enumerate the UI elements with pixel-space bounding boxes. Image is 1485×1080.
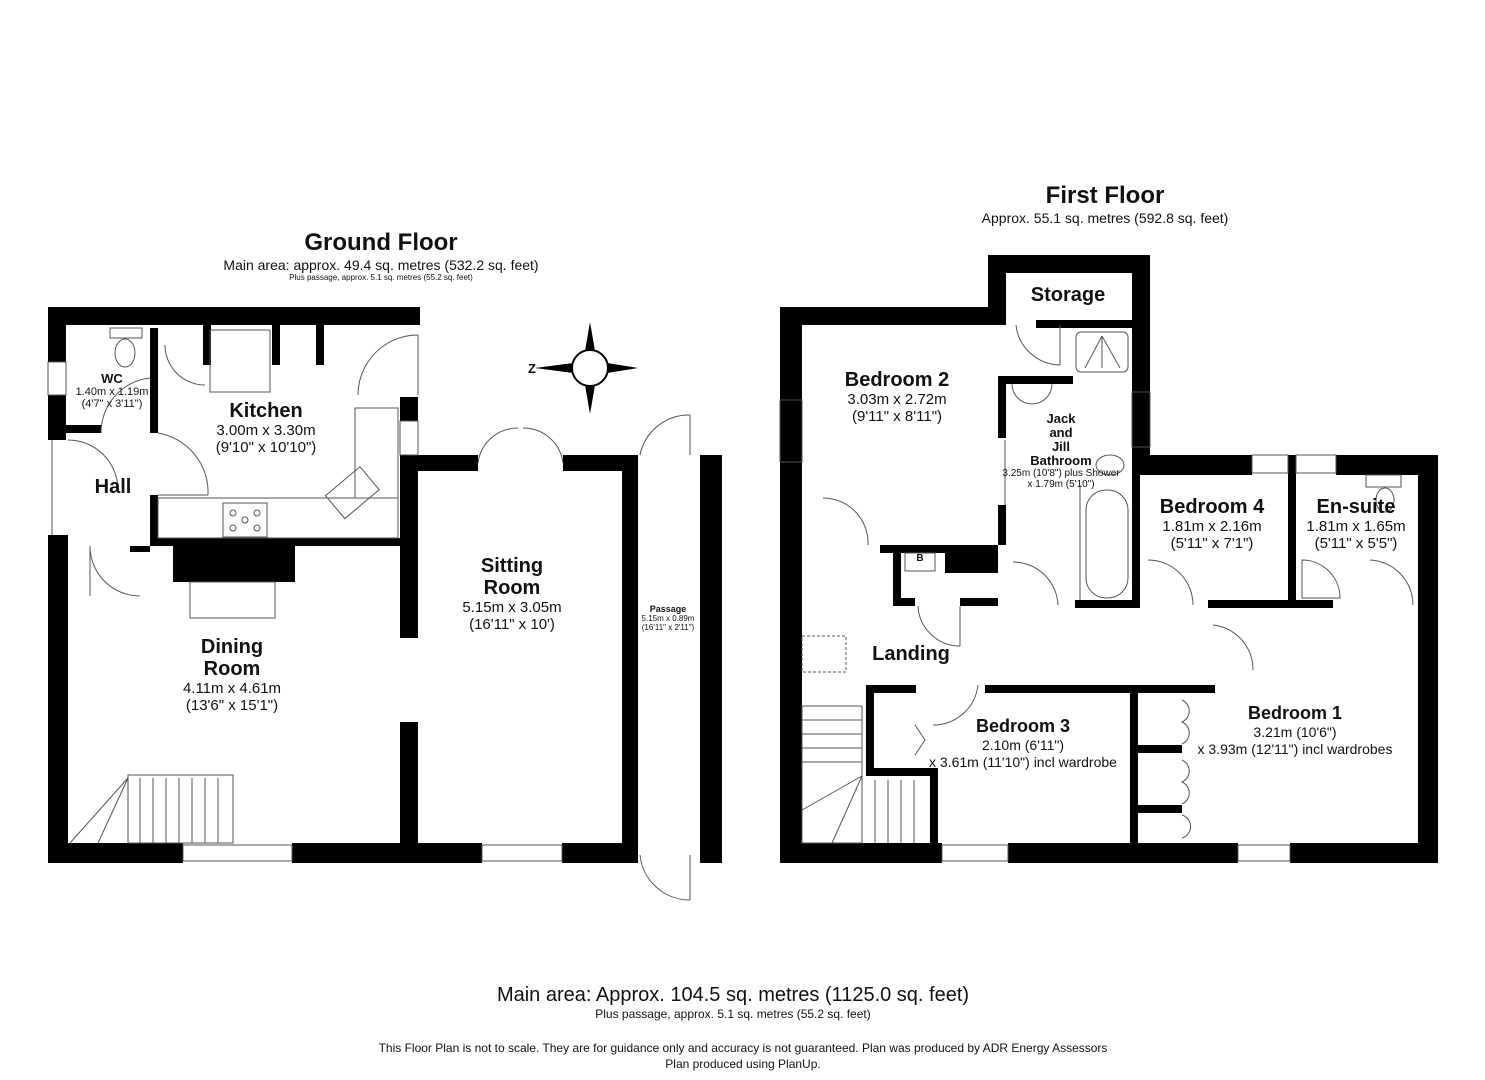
room-name: Landing	[872, 643, 950, 665]
room-wc: WC 1.40m x 1.19m (4'7" x 3'11")	[75, 371, 149, 411]
total-passage-area: Plus passage, approx. 5.1 sq. metres (55…	[595, 1007, 871, 1021]
room-bedroom-4: Bedroom 4 1.81m x 2.16m (5'11" x 7'1")	[1160, 496, 1264, 552]
room-dimensions-imperial: (16'11" x 10')	[469, 616, 555, 633]
room-landing: Landing	[872, 643, 950, 665]
total-main-area: Main area: Approx. 104.5 sq. metres (112…	[496, 984, 970, 1006]
room-name: Passage	[649, 604, 687, 614]
boiler-label: B	[916, 553, 924, 564]
room-dimensions-metric: 1.81m x 1.65m	[1306, 518, 1406, 535]
room-dimensions-imperial: (13'6" x 15'1")	[185, 697, 279, 714]
room-bedroom-1: Bedroom 1 3.21m (10'6") x 3.93m (12'11")…	[1198, 702, 1393, 758]
room-sitting: Sitting Room 5.15m x 3.05m (16'11" x 10'…	[462, 555, 561, 633]
room-name-line2: and	[1049, 425, 1073, 440]
room-dimensions-imperial: (5'11" x 7'1")	[1170, 535, 1254, 552]
room-bedroom-3: Bedroom 3 2.10m (6'11") x 3.61m (11'10")…	[929, 715, 1117, 771]
room-en-suite: En-suite 1.81m x 1.65m (5'11" x 5'5")	[1306, 496, 1405, 552]
ground-floor-header: Ground Floor Main area: approx. 49.4 sq.…	[223, 229, 538, 282]
room-dimensions-metric: 4.11m x 4.61m	[182, 680, 282, 697]
room-name: Hall	[94, 476, 132, 498]
first-floor-fixtures	[779, 324, 1414, 862]
first-floor-header: First Floor Approx. 55.1 sq. metres (592…	[982, 182, 1229, 226]
room-name: Bedroom 1	[1247, 703, 1343, 723]
compass-rose-icon	[535, 322, 638, 414]
room-name: WC	[101, 371, 123, 386]
room-dimensions-line1: 3.21m (10'6")	[1253, 724, 1337, 740]
disclaimer: This Floor Plan is not to scale. They ar…	[379, 1040, 1108, 1072]
room-bedroom-2: Bedroom 2 3.03m x 2.72m (9'11" x 8'11")	[845, 369, 949, 425]
disclaimer-line2: Plan produced using PlanUp.	[665, 1057, 821, 1071]
room-dimensions-line1: 2.10m (6'11")	[981, 737, 1065, 753]
room-dimensions-imperial: (9'10" x 10'10")	[215, 439, 317, 456]
room-name-line2: Room	[483, 577, 541, 599]
room-name-line1: Jack	[1046, 411, 1076, 426]
room-passage: Passage 5.15m x 0.89m (16'11" x 2'11")	[642, 604, 695, 632]
disclaimer-line1: This Floor Plan is not to scale. They ar…	[378, 1041, 1108, 1055]
room-storage: Storage	[1031, 284, 1105, 306]
room-dimensions-metric: 3.00m x 3.30m	[216, 422, 316, 439]
room-dimensions-metric: 5.15m x 3.05m	[462, 599, 562, 616]
room-dining: Dining Room 4.11m x 4.61m (13'6" x 15'1"…	[183, 636, 281, 714]
ground-floor-area: Main area: approx. 49.4 sq. metres (532.…	[223, 257, 539, 273]
first-floor-area: Approx. 55.1 sq. metres (592.8 sq. feet)	[981, 210, 1229, 226]
room-name-line1: Sitting	[480, 555, 544, 577]
ground-floor-fixtures	[47, 327, 691, 901]
room-hall: Hall	[95, 476, 132, 498]
first-floor-walls	[780, 255, 1438, 863]
room-kitchen: Kitchen 3.00m x 3.30m (9'10" x 10'10")	[216, 400, 317, 456]
room-dimensions-line1: 3.25m (10'8") plus Shower	[1002, 468, 1120, 479]
room-dimensions-imperial: (9'11" x 8'11")	[851, 408, 943, 425]
room-dimensions-metric: 3.03m x 2.72m	[847, 391, 947, 408]
room-name: Storage	[1030, 284, 1106, 306]
room-name-line2: Room	[203, 658, 261, 680]
room-dimensions-imperial: (4'7" x 3'11")	[81, 398, 143, 410]
room-dimensions-imperial: (5'11" x 5'5")	[1314, 535, 1398, 552]
room-dimensions-line2: x 3.93m (12'11") incl wardrobes	[1197, 741, 1393, 757]
room-dimensions-metric: 1.81m x 2.16m	[1162, 518, 1262, 535]
room-name: Kitchen	[229, 400, 303, 422]
room-dimensions-line2: x 3.61m (11'10") incl wardrobe	[929, 754, 1117, 770]
room-dimensions-line2: x 1.79m (5'10")	[1027, 479, 1095, 490]
ground-floor-passage-area: Plus passage, approx. 5.1 sq. metres (55…	[289, 273, 473, 282]
room-name: Bedroom 3	[975, 716, 1071, 736]
room-name: En-suite	[1316, 496, 1396, 518]
room-name-line3: Jill	[1051, 439, 1071, 454]
room-jack-and-jill-bathroom: Jack and Jill Bathroom 3.25m (10'8") plu…	[1002, 411, 1120, 491]
room-dimensions-metric: 5.15m x 0.89m	[641, 614, 695, 623]
room-name: Bedroom 4	[1159, 496, 1265, 518]
first-floor-title: First Floor	[1045, 182, 1165, 209]
compass-north-label: Z	[528, 361, 536, 376]
totals: Main area: Approx. 104.5 sq. metres (112…	[497, 984, 969, 1021]
room-name-line1: Dining	[200, 636, 264, 658]
ground-floor-title: Ground Floor	[304, 229, 458, 256]
ground-floor-walls	[48, 307, 722, 863]
room-dimensions-metric: 1.40m x 1.19m	[75, 386, 149, 398]
room-dimensions-imperial: (16'11" x 2'11")	[641, 623, 695, 632]
room-name: Bedroom 2	[844, 369, 950, 391]
room-name-line4: Bathroom	[1030, 453, 1092, 468]
